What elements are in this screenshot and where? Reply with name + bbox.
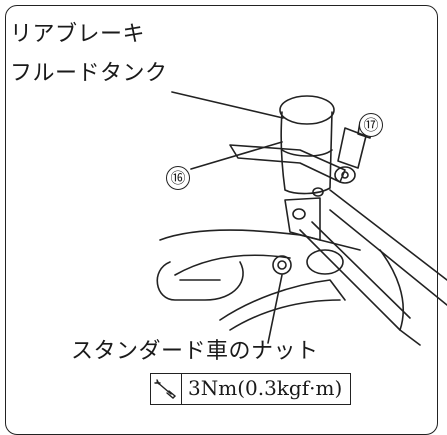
frame-tube xyxy=(329,189,447,306)
diagram-panel: リアブレーキ フルードタンク ⑯ ⑰ スタンダード車のナット 3Nm(0.3kg… xyxy=(5,5,447,435)
torque-value: 3Nm(0.3kgf·m) xyxy=(188,376,343,400)
footrest-bracket xyxy=(156,261,244,301)
lower-frame xyxy=(219,279,346,321)
reservoir-cap xyxy=(279,95,335,125)
leader-line xyxy=(267,274,283,344)
frame-hole xyxy=(306,249,344,275)
callout-16: ⑯ xyxy=(166,166,190,190)
rear-brake-label-line2: フルードタンク xyxy=(10,61,168,86)
rear-brake-label-line1: リアブレーキ xyxy=(10,22,146,47)
bolt xyxy=(337,127,367,169)
leader-line xyxy=(171,91,284,119)
reservoir-body xyxy=(280,111,333,195)
nut xyxy=(272,255,292,275)
frame-tube xyxy=(299,221,411,331)
tank-bracket xyxy=(229,144,346,183)
stand-nut-label: スタンダード車のナット xyxy=(71,339,319,364)
tank-bracket xyxy=(284,197,321,241)
swingarm xyxy=(159,229,361,251)
torque-wrench-icon xyxy=(151,374,182,404)
callout-17: ⑰ xyxy=(359,113,383,137)
leader-line xyxy=(190,141,283,170)
bracket-eye xyxy=(334,166,356,184)
frame-tube xyxy=(379,249,421,346)
lower-frame xyxy=(229,299,341,331)
torque-spec-box: 3Nm(0.3kgf·m) xyxy=(150,373,352,405)
